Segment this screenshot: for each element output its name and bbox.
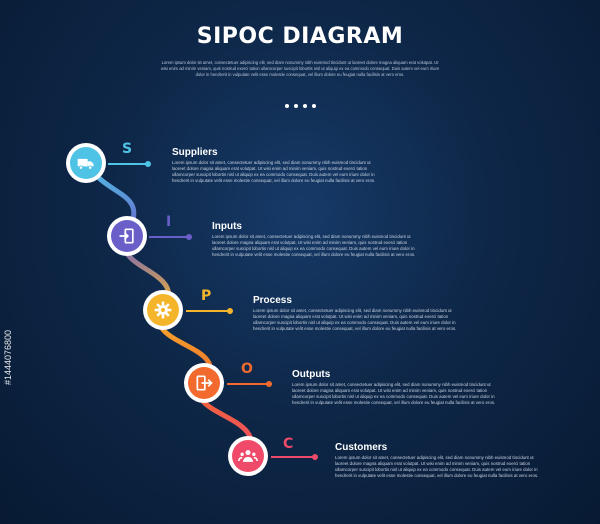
step-desc-customers: Lorem ipsum dolor sit amet, consectetuer… (335, 455, 539, 478)
users-icon (238, 450, 258, 462)
page-subtitle: Lorem ipsum dolor sit amet, consectetuer… (160, 60, 440, 77)
step-title-customers: Customers (335, 442, 388, 453)
step-letter-c: C (283, 436, 294, 452)
step-title-outputs: Outputs (292, 369, 331, 380)
step-node-suppliers (70, 147, 102, 179)
step-title-process: Process (253, 295, 292, 306)
step-node-outputs (188, 367, 220, 399)
step-title-suppliers: Suppliers (172, 147, 218, 158)
connector-outputs (227, 381, 272, 387)
output-arrow-icon (196, 375, 213, 391)
step-letter-o: O (241, 361, 253, 377)
pagination-dots (0, 95, 600, 113)
step-node-inputs (111, 220, 143, 252)
connector-inputs (149, 234, 192, 240)
page-title: SIPOC DIAGRAM (196, 24, 404, 49)
connector-customers (271, 454, 318, 460)
step-desc-outputs: Lorem ipsum dolor sit amet, consectetuer… (292, 382, 496, 405)
step-node-process (147, 294, 179, 326)
step-node-customers (232, 440, 264, 472)
input-arrow-icon (119, 228, 134, 244)
step-desc-suppliers: Lorem ipsum dolor sit amet, consectetuer… (172, 160, 376, 183)
stock-id-watermark: #1444076800 (3, 329, 13, 385)
step-letter-p: P (201, 288, 212, 304)
gear-icon (154, 301, 172, 319)
step-title-inputs: Inputs (212, 221, 242, 232)
connector-suppliers (108, 161, 151, 167)
step-letter-s: S (122, 141, 133, 157)
step-letter-i: I (166, 214, 172, 230)
truck-icon (77, 158, 94, 170)
step-desc-inputs: Lorem ipsum dolor sit amet, consectetuer… (212, 234, 416, 257)
connector-process (186, 308, 233, 314)
step-desc-process: Lorem ipsum dolor sit amet, consectetuer… (253, 308, 457, 331)
